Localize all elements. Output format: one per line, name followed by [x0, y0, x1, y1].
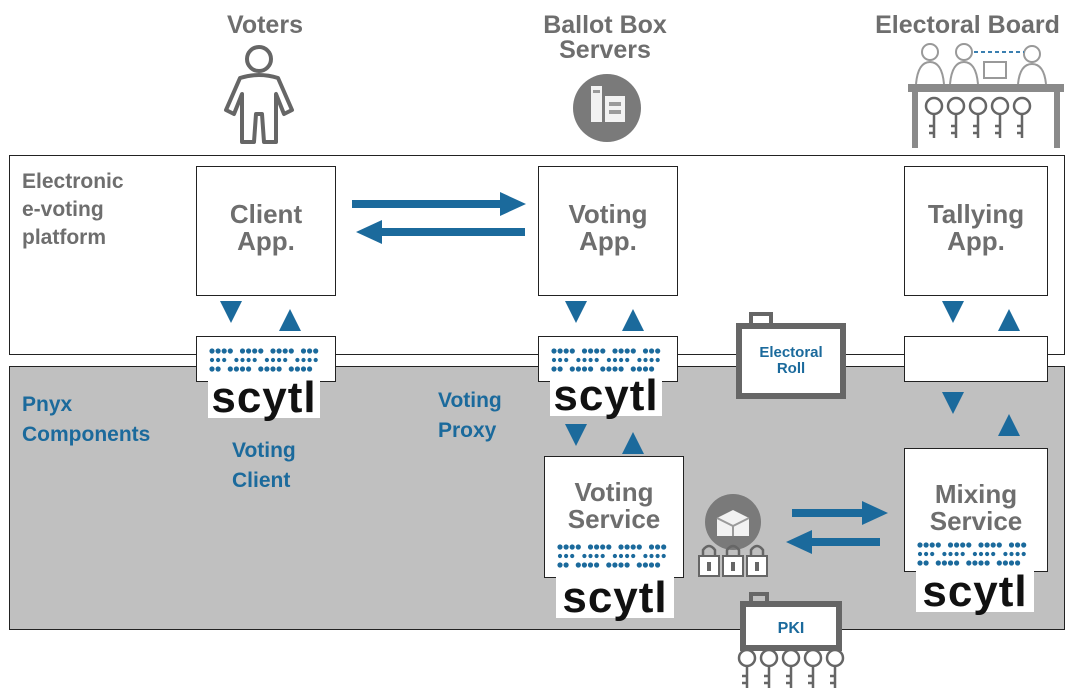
ballot-box-locks-icon: [698, 494, 768, 577]
voting-service-label: Voting Service: [545, 479, 683, 533]
arrow-voting-to-client: [356, 220, 525, 244]
voting-client-label: Voting Client: [232, 436, 296, 496]
pnyx-label-line1: Pnyx: [22, 393, 73, 416]
pnyx-label: Pnyx Components: [22, 390, 150, 450]
pnyx-components-area: [9, 366, 1065, 630]
arrow-up-tallying: [998, 309, 1020, 331]
e-voting-platform-area: [9, 155, 1065, 355]
voting-app-label: Voting App.: [539, 201, 677, 255]
voting-client-line2: Client: [232, 469, 291, 492]
arrow-up-mixing: [998, 414, 1020, 436]
voting-proxy-line2: Proxy: [438, 419, 497, 442]
scytl-dots: [557, 544, 667, 568]
scytl-wordmark: scytl: [211, 373, 317, 422]
arrow-down-tallying: [942, 301, 964, 323]
arrow-client-to-voting: [352, 192, 526, 216]
pki-label: PKI: [777, 620, 805, 637]
mixing-service-line1: Mixing: [934, 479, 1018, 509]
electoral-roll-line2: Roll: [776, 360, 806, 377]
ballot-box-title-line1: Ballot Box: [543, 11, 667, 39]
arrow-voting-service-to-mixing: [792, 501, 888, 525]
pnyx-label-line2: Components: [22, 423, 151, 446]
scytl-logo-voting-service: scytl: [556, 536, 674, 622]
platform-label: Electronic e-voting platform: [22, 168, 124, 252]
scytl-wordmark: scytl: [562, 573, 668, 622]
client-app-line1: Client: [229, 199, 303, 229]
platform-label-line1: Electronic: [22, 170, 124, 193]
client-app-box: Client App.: [196, 166, 336, 296]
scytl-dots: [209, 348, 319, 372]
arrow-down-voting: [565, 301, 587, 323]
tallying-app-line2: App.: [947, 226, 1005, 256]
arrow-down-client: [220, 301, 242, 323]
mixing-service-label: Mixing Service: [905, 481, 1047, 535]
electoral-roll-briefcase-icon: [736, 312, 846, 399]
voting-proxy-label: Voting Proxy: [438, 386, 502, 446]
voting-client-line1: Voting: [232, 439, 296, 462]
voting-app-box: Voting App.: [538, 166, 678, 296]
scytl-logo-mixing-service: scytl: [916, 534, 1034, 616]
voting-service-line1: Voting: [574, 477, 654, 507]
scytl-logo-client: scytl: [208, 340, 320, 422]
scytl-logo-voting: scytl: [550, 340, 662, 420]
electoral-roll-line1: Electoral: [759, 344, 823, 361]
server-icon: [573, 74, 641, 142]
pki-briefcase-icon: [737, 592, 845, 688]
client-app-label: Client App.: [197, 201, 335, 255]
platform-label-line3: platform: [22, 226, 106, 249]
arrow-up-proxy: [622, 432, 644, 454]
arrow-mixing-to-voting-service: [786, 530, 880, 554]
platform-label-line2: e-voting: [22, 198, 104, 221]
scytl-dots: [551, 348, 661, 372]
voting-proxy-line1: Voting: [438, 389, 502, 412]
client-app-line2: App.: [237, 226, 295, 256]
scytl-wordmark: scytl: [553, 371, 659, 420]
tallying-app-box: Tallying App.: [904, 166, 1048, 296]
tallying-app-line1: Tallying: [927, 199, 1025, 229]
scytl-dots: [917, 542, 1027, 566]
voting-app-line1: Voting: [568, 199, 648, 229]
arrow-down-proxy: [565, 424, 587, 446]
voting-app-line2: App.: [579, 226, 637, 256]
ballot-box-servers-title: Ballot Box Servers: [515, 13, 695, 63]
electoral-board-title: Electoral Board: [875, 11, 1060, 39]
mixing-service-line2: Service: [929, 506, 1023, 536]
electoral-roll-label: Electoral Roll: [742, 345, 840, 377]
tallying-connector-box: [904, 336, 1048, 382]
tallying-app-label: Tallying App.: [905, 201, 1047, 255]
arrow-up-client: [279, 309, 301, 331]
voting-service-line2: Service: [567, 504, 661, 534]
scytl-wordmark: scytl: [922, 567, 1028, 616]
arrow-down-mixing: [942, 392, 964, 414]
ballot-box-title-line2: Servers: [559, 36, 651, 64]
voters-title: Voters: [227, 11, 303, 39]
arrow-up-voting: [622, 309, 644, 331]
electoral-board-icon: [908, 43, 1064, 148]
voter-person-icon: [224, 45, 294, 144]
